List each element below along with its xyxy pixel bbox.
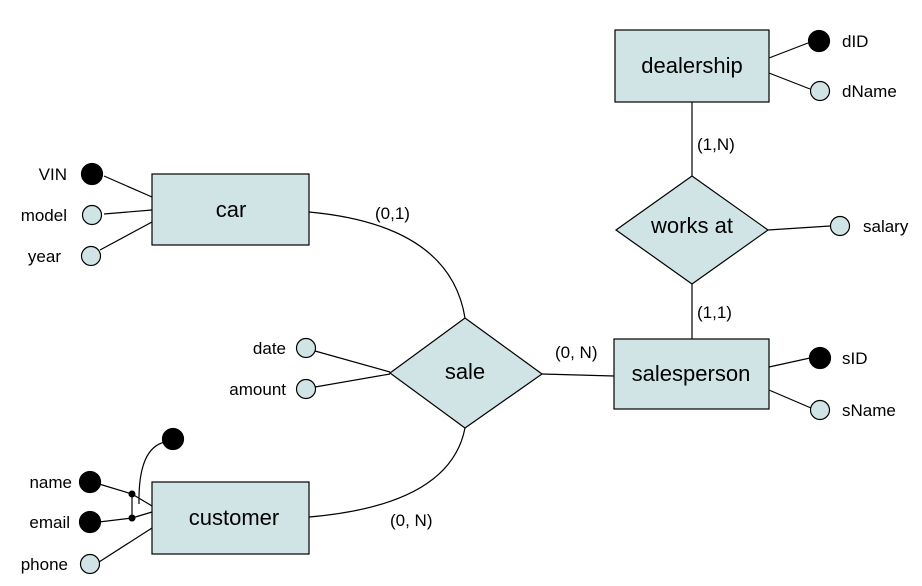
composite-key-link-top [131, 493, 153, 507]
attribute-model-label: model [21, 206, 67, 225]
worksat-salary-link [767, 225, 831, 231]
cardinality-car-sale: (0,1) [375, 204, 410, 223]
attribute-VIN-label: VIN [39, 165, 67, 184]
car-model-link [103, 209, 153, 215]
attribute-sName-marker [809, 399, 831, 421]
attribute-composite-key-marker [161, 427, 185, 451]
attribute-amount-marker [295, 378, 317, 400]
attribute-phone-marker [79, 553, 101, 575]
car-year-link [99, 221, 153, 251]
entity-car: car [151, 173, 310, 246]
attribute-VIN-key-marker [80, 162, 104, 186]
entity-dealership-label: dealership [641, 53, 743, 78]
sale-amount-link [314, 373, 391, 388]
salesperson-sID-link [768, 357, 811, 368]
entity-dealership: dealership [614, 29, 770, 103]
cardinality-dealership-works: (1,N) [697, 135, 735, 154]
attribute-sID-label: sID [842, 349, 868, 368]
car-VIN-link [103, 175, 153, 198]
relationship-works-at-label: works at [650, 213, 733, 238]
attribute-name-label: name [29, 473, 72, 492]
attribute-year-label: year [28, 247, 61, 266]
dealership-dID-link [768, 42, 809, 59]
attribute-sName-label: sName [842, 401, 896, 420]
cardinality-customer-sale: (0, N) [390, 511, 433, 530]
sale-customer-arc [308, 427, 466, 518]
attribute-sID-key-marker [808, 346, 832, 370]
sale-salesperson-link [541, 373, 615, 377]
relationship-sale-label: sale [445, 359, 485, 384]
junction-dot-name [128, 490, 136, 498]
attribute-dName-marker [809, 80, 831, 102]
attribute-salary-label: salary [863, 217, 909, 236]
attribute-amount-label: amount [229, 380, 286, 399]
customer-name-link [98, 483, 133, 495]
attribute-dID-label: dID [842, 32, 868, 51]
attribute-year-marker [80, 245, 102, 267]
cardinality-salesperson-sale: (0, N) [555, 343, 598, 362]
attribute-model-marker [81, 204, 103, 226]
cardinality-salesperson-works: (1,1) [697, 303, 732, 322]
customer-phone-link [98, 527, 153, 563]
dealership-dName-link [768, 72, 811, 90]
attribute-date-label: date [253, 339, 286, 358]
attribute-dID-key-marker [807, 29, 831, 53]
entity-car-label: car [216, 197, 247, 222]
attribute-phone-label: phone [21, 555, 68, 574]
attribute-name-key-marker [78, 470, 102, 494]
attribute-salary-marker [829, 215, 851, 237]
sale-date-link [314, 350, 391, 373]
entity-salesperson-label: salesperson [632, 361, 751, 386]
car-sale-arc [308, 211, 466, 319]
connector-lines [98, 42, 831, 563]
entity-customer-label: customer [189, 505, 279, 530]
attribute-date-marker [295, 337, 317, 359]
junction-dot-email [128, 514, 136, 522]
attribute-dName-label: dName [842, 82, 897, 101]
attribute-email-label: email [29, 513, 70, 532]
attribute-email-key-marker [78, 510, 102, 534]
customer-email-link [98, 517, 133, 523]
salesperson-sName-link [768, 389, 812, 409]
entity-customer: customer [151, 481, 310, 555]
composite-key-curve [138, 441, 166, 505]
relationship-works-at: works at [614, 175, 770, 285]
relationship-sale: sale [388, 317, 544, 429]
entity-salesperson: salesperson [613, 338, 770, 410]
